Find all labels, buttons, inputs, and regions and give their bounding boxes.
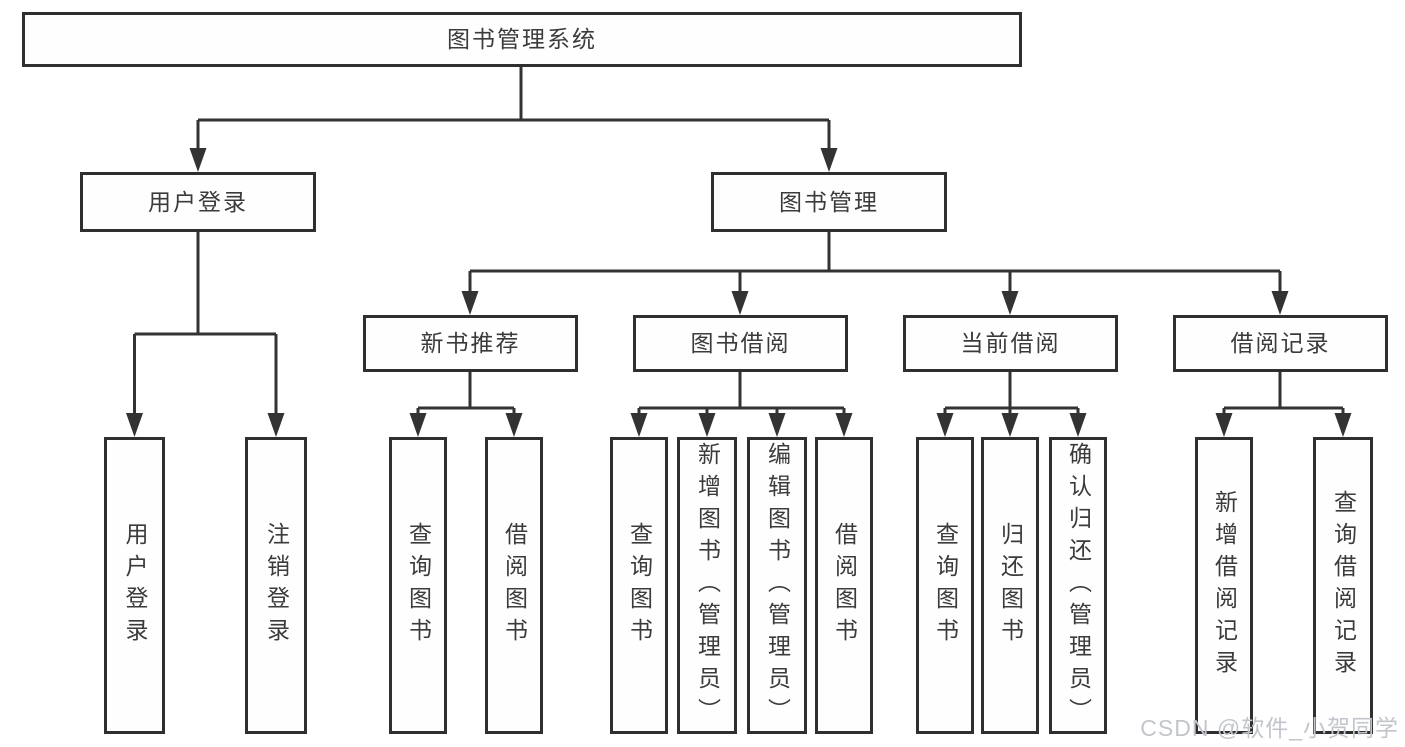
node-label: 用户登录 (122, 521, 148, 650)
arrow-icon (820, 148, 838, 172)
node-label: 新书推荐 (420, 330, 521, 356)
node-label: 用户登录 (148, 188, 248, 215)
node-label: 图书借阅 (690, 330, 791, 356)
leaf-confirm-return-admin: 确认归还（管理员） (1049, 437, 1107, 734)
node-label: 查询图书 (932, 521, 959, 650)
node-label: 图书管理 (779, 188, 879, 215)
connector-book-management-to-level3 (468, 232, 1282, 295)
arrow-icon (1334, 413, 1352, 437)
arrow-icon (835, 413, 853, 437)
arrow-icon (1001, 413, 1019, 437)
node-label: 归还图书 (997, 521, 1024, 650)
node-label: 注销登录 (263, 521, 290, 650)
leaf-query-borrow-record: 查询借阅记录 (1313, 437, 1373, 734)
arrow-icon (630, 413, 648, 437)
node-root: 图书管理系统 (22, 12, 1022, 67)
leaf-return-book: 归还图书 (981, 437, 1039, 734)
node-label: 查询图书 (626, 521, 653, 650)
node-new-book-recommend: 新书推荐 (363, 315, 578, 372)
node-label: 新增图书（管理员） (694, 441, 721, 730)
node-user-login: 用户登录 (80, 172, 316, 232)
arrow-icon (698, 413, 716, 437)
leaf-borrow-books-recommend: 借阅图书 (485, 437, 543, 734)
arrow-icon (1001, 291, 1019, 315)
arrow-icon (1271, 291, 1289, 315)
node-label: 借阅记录 (1230, 330, 1331, 356)
leaf-edit-book-admin: 编辑图书（管理员） (747, 437, 807, 734)
leaf-user-login: 用户登录 (104, 437, 165, 734)
arrow-icon (267, 413, 285, 437)
node-label: 查询图书 (405, 521, 432, 650)
connector-user-login-to-leaves (133, 232, 278, 417)
node-label: 查询借阅记录 (1330, 489, 1357, 682)
leaf-logout: 注销登录 (245, 437, 307, 734)
node-label: 图书管理系统 (447, 26, 597, 52)
node-book-borrow: 图书借阅 (633, 315, 848, 372)
arrow-icon (1215, 413, 1233, 437)
leaf-borrow-books-2: 借阅图书 (815, 437, 873, 734)
arrow-icon (768, 413, 786, 437)
connector-new-book-recommend-to-leaves (416, 372, 516, 417)
node-label: 借阅图书 (501, 521, 528, 650)
leaf-add-book-admin: 新增图书（管理员） (677, 437, 737, 734)
leaf-query-books-borrow: 查询图书 (610, 437, 668, 734)
node-book-management: 图书管理 (711, 172, 947, 232)
node-label: 编辑图书（管理员） (764, 441, 791, 730)
connector-book-borrow-to-leaves (637, 372, 846, 417)
connector-current-borrow-to-leaves (943, 372, 1080, 417)
arrow-icon (1069, 413, 1087, 437)
leaf-add-borrow-record: 新增借阅记录 (1195, 437, 1253, 734)
node-borrow-record: 借阅记录 (1173, 315, 1388, 372)
arrow-icon (189, 148, 207, 172)
node-current-borrow: 当前借阅 (903, 315, 1118, 372)
leaf-query-books-recommend: 查询图书 (389, 437, 447, 734)
node-label: 借阅图书 (831, 521, 858, 650)
leaf-query-books-current: 查询图书 (916, 437, 974, 734)
connector-root-to-level2 (196, 67, 831, 152)
arrow-icon (409, 413, 427, 437)
node-label: 确认归还（管理员） (1065, 441, 1092, 730)
arrow-icon (505, 413, 523, 437)
arrow-icon (461, 291, 479, 315)
node-label: 当前借阅 (960, 330, 1061, 356)
arrow-icon (126, 413, 143, 437)
arrow-icon (936, 413, 954, 437)
arrow-icon (731, 291, 749, 315)
connector-borrow-record-to-leaves (1222, 372, 1345, 417)
node-label: 新增借阅记录 (1211, 489, 1238, 682)
arrowheads (126, 148, 1352, 437)
